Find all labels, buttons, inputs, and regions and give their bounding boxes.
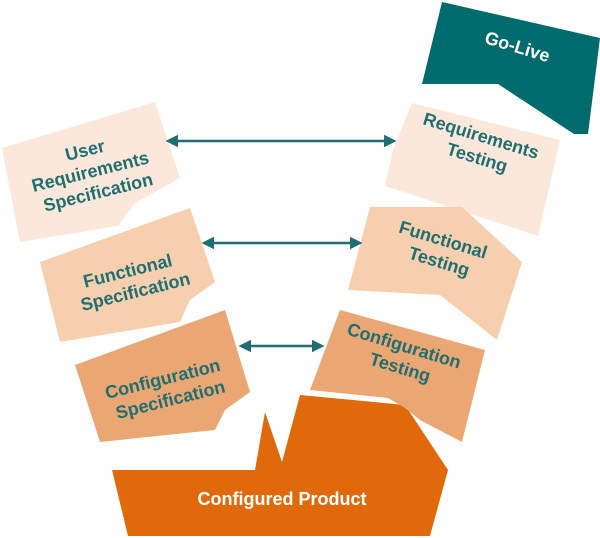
functional-testing-shape [348, 207, 522, 340]
functional-testing-label: Functional Testing [390, 217, 494, 285]
user-requirements-specification-label: User Requirements Specification [24, 125, 161, 217]
functional-specification-shape [40, 208, 215, 342]
go-live-shape [422, 2, 600, 134]
configuration-specification-shape [75, 310, 250, 442]
requirements-testing-shape [385, 103, 560, 236]
user-requirements-specification-shape [2, 102, 180, 242]
configuration-testing-shape [310, 310, 485, 442]
configured-product-shape [112, 395, 448, 536]
configured-product-label: Configured Product [198, 489, 367, 509]
